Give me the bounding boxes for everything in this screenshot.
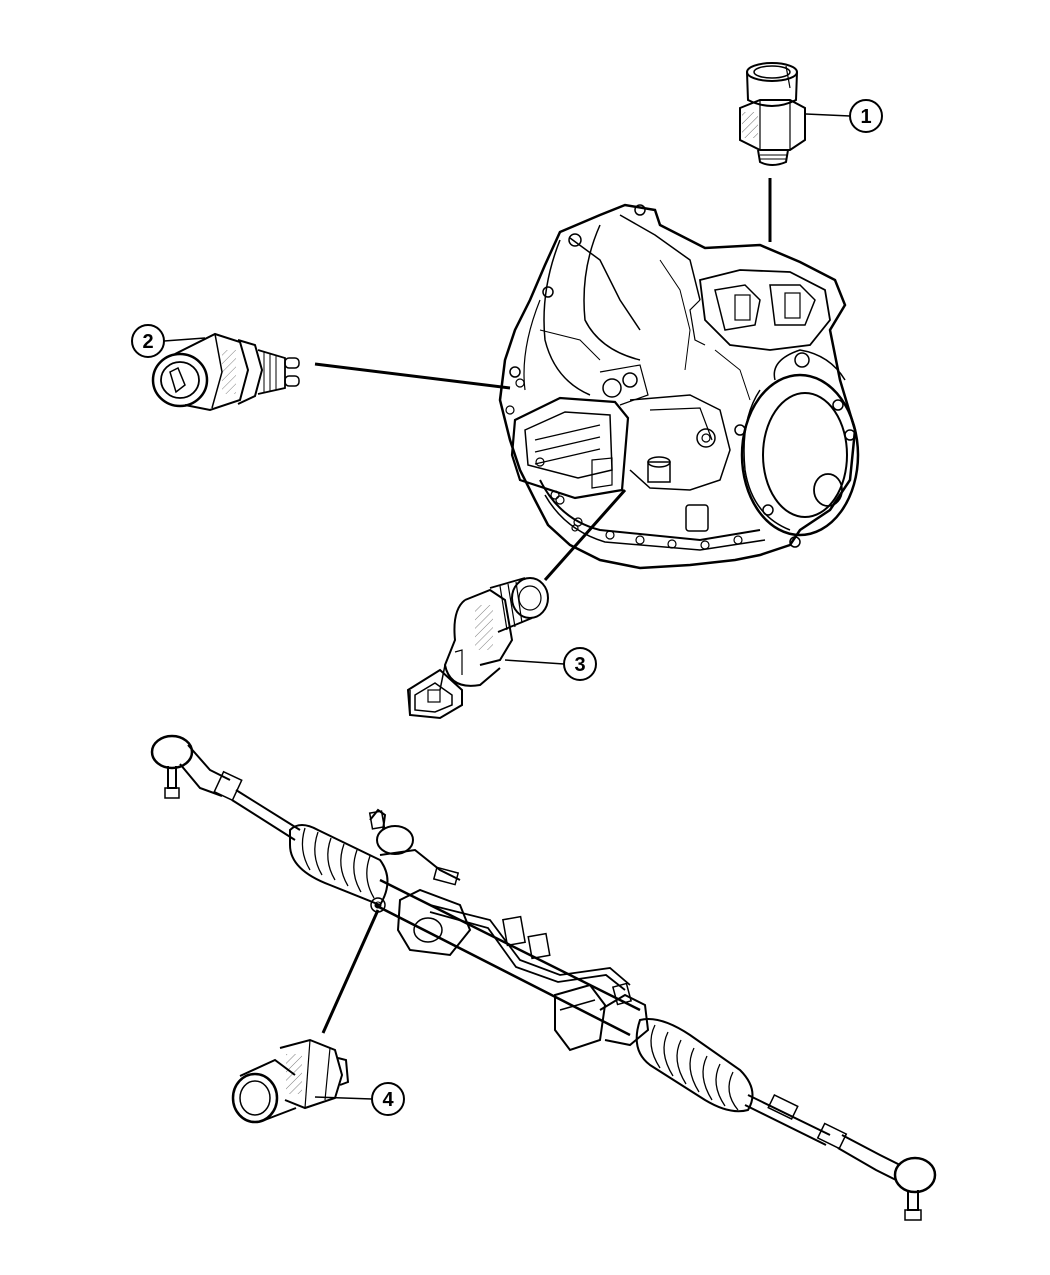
callout-3: 3 [563,647,597,681]
leader-line-3 [543,489,627,581]
transmission-assembly [498,203,860,570]
callout-leader-3 [504,659,565,665]
part-4-pressure-switch [231,1038,350,1124]
callout-leader-2 [163,337,206,342]
svg-text:1: 1 [860,106,871,128]
part-3-speed-sensor [406,577,549,720]
leader-line-2 [314,362,511,390]
callout-1: 1 [849,99,883,133]
svg-text:3: 3 [574,654,585,676]
callout-2: 2 [131,324,165,358]
part-1-pressure-switch [739,62,806,166]
part-2-sensor [151,332,300,412]
callout-leader-4 [314,1096,373,1100]
svg-text:4: 4 [382,1089,394,1111]
steering-rack-assembly [150,734,937,1221]
callout-4: 4 [371,1082,405,1116]
leader-line-4 [321,909,380,1034]
callout-leader-1 [805,113,851,117]
svg-text:2: 2 [142,331,153,353]
